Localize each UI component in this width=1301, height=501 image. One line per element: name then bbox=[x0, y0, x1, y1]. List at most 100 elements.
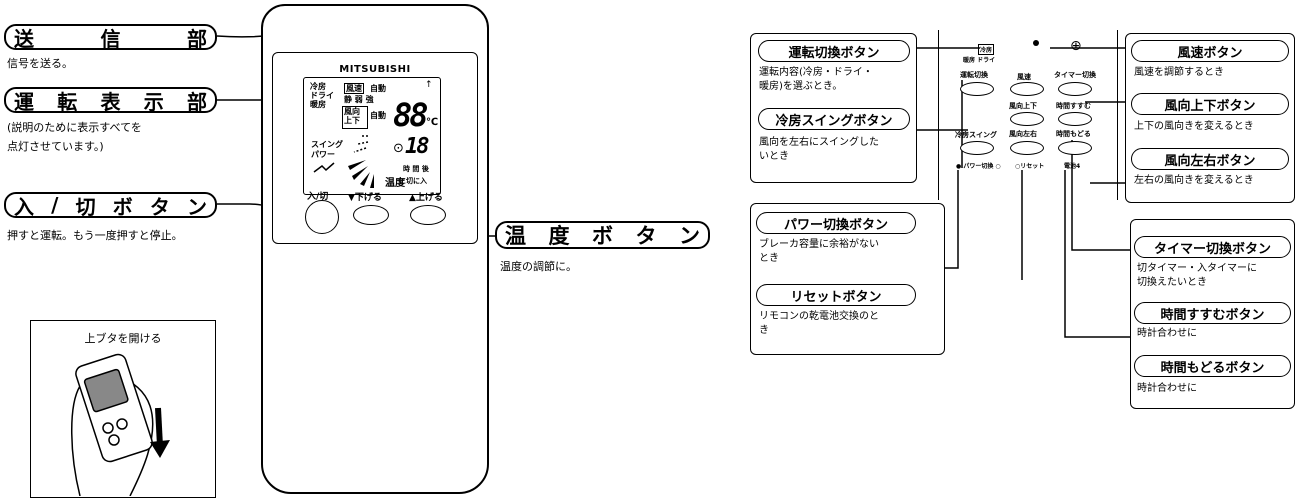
time-back-button[interactable] bbox=[1058, 141, 1092, 155]
lcd-dir-box bbox=[342, 106, 368, 129]
power-label-char-5: タ bbox=[149, 194, 170, 219]
speed-desc: 風速を調節するとき bbox=[1134, 67, 1224, 78]
lcd-speed: 風速 bbox=[344, 83, 364, 94]
power-switch-desc-2: とき bbox=[759, 253, 779, 264]
temp-label-char-1: 温 bbox=[505, 224, 526, 248]
power-label: 入 / 切 ボ タ ン bbox=[4, 192, 217, 219]
display-label: 運 転 表 示 部 bbox=[4, 87, 217, 114]
power-button[interactable] bbox=[305, 200, 339, 234]
temp-label-remote: 温度 bbox=[385, 178, 405, 189]
temp-label-char-2: 度 bbox=[548, 224, 570, 248]
swing-title: 冷房スイングボタン bbox=[758, 108, 910, 130]
power-label-char-4: ボ bbox=[112, 194, 133, 219]
timer-switch-button[interactable] bbox=[1058, 82, 1092, 96]
panel-power-switch-label: ● パワー切換 ○ bbox=[956, 163, 1001, 170]
display-label-char-4: 示 bbox=[143, 89, 164, 114]
reset-desc-2: き bbox=[759, 325, 769, 336]
clock-icon: ⊕ bbox=[1070, 38, 1082, 54]
display-label-char-5: 部 bbox=[187, 89, 207, 114]
lcd-auto-1: 自動 bbox=[370, 84, 386, 93]
transmitter-label-char-1: 送 bbox=[14, 26, 34, 51]
temp-label-char-5: ン bbox=[679, 224, 700, 248]
timer-icon: ⊙ bbox=[393, 141, 404, 156]
lcd-timer-note-1: 時 間 後 bbox=[403, 165, 429, 173]
swing-button[interactable] bbox=[960, 141, 994, 155]
power-switch-desc-1: ブレーカ容量に余裕がない bbox=[759, 239, 879, 250]
panel-timer-label: タイマー切換 bbox=[1054, 71, 1096, 79]
temp-down-button[interactable] bbox=[353, 205, 389, 225]
op-switch-desc-1: 運転内容(冷房・ドライ・ bbox=[759, 67, 873, 78]
power-desc: 押すと運転。もう一度押すと停止。 bbox=[7, 229, 183, 242]
lcd-mode-heat: 暖房 bbox=[310, 100, 326, 109]
remote-upper-panel bbox=[272, 52, 478, 244]
hdir-button[interactable] bbox=[1010, 141, 1044, 155]
temp-desc: 温度の調節に。 bbox=[500, 260, 577, 273]
lcd-dir-1: 風向 bbox=[344, 107, 360, 116]
panel-battery-label: 電池4 bbox=[1064, 163, 1081, 170]
lcd-auto-2: 自動 bbox=[370, 111, 386, 120]
display-desc-1: (説明のために表示すべてを bbox=[7, 121, 142, 134]
reset-title: リセットボタン bbox=[756, 284, 916, 306]
timer-switch-title: タイマー切換ボタン bbox=[1134, 236, 1291, 258]
transmitter-label-char-2: 信 bbox=[100, 26, 121, 51]
temp-up-button[interactable] bbox=[410, 205, 446, 225]
hdir-title: 風向左右ボタン bbox=[1131, 148, 1289, 170]
lcd-timer-digits: 18 bbox=[405, 134, 429, 159]
lcd-mode-dry: ドライ bbox=[310, 91, 334, 100]
vdir-title: 風向上下ボタン bbox=[1131, 93, 1289, 115]
remote-brand: MITSUBISHI bbox=[339, 64, 411, 75]
lcd-mode-cool: 冷房 bbox=[310, 82, 326, 91]
time-back-desc: 時計合わせに bbox=[1137, 383, 1197, 394]
op-switch-title: 運転切換ボタン bbox=[758, 40, 910, 62]
display-label-char-1: 運 bbox=[14, 89, 34, 114]
op-switch-button[interactable] bbox=[960, 82, 994, 96]
lcd-temp-unit: ℃ bbox=[426, 117, 439, 128]
time-back-title: 時間もどるボタン bbox=[1134, 355, 1291, 377]
swing-desc-2: いとき bbox=[759, 151, 789, 162]
button-panel bbox=[938, 30, 1118, 200]
temp-up-label: ▲上げる bbox=[409, 193, 443, 203]
lcd-speed-levels: 静 弱 強 bbox=[344, 95, 374, 104]
panel-vdir-label: 風向上下 bbox=[1009, 102, 1037, 110]
display-label-char-3: 表 bbox=[100, 89, 121, 114]
lcd-sensor-icon: ↑ bbox=[425, 80, 433, 90]
panel-dry-label: 暖房 ドライ bbox=[963, 57, 996, 64]
lcd-wind-icon bbox=[313, 162, 335, 173]
display-label-char-2: 転 bbox=[57, 89, 78, 114]
panel-time-back-label: 時間もどる bbox=[1056, 130, 1091, 138]
panel-time-fwd-label: 時間すすむ bbox=[1056, 102, 1091, 110]
transmitter-desc: 信号を送る。 bbox=[7, 57, 73, 70]
inset-caption: 上ブタを開ける bbox=[84, 332, 162, 345]
transmitter-label: 送 信 部 bbox=[4, 24, 217, 51]
power-label-char-3: 切 bbox=[75, 194, 96, 219]
speed-button[interactable] bbox=[1010, 82, 1044, 96]
hdir-desc: 左右の風向きを変えるとき bbox=[1134, 175, 1254, 186]
panel-swing-label: 冷房スイング bbox=[955, 131, 997, 139]
speed-title: 風速ボタン bbox=[1131, 40, 1289, 62]
transmitter-label-char-3: 部 bbox=[187, 26, 207, 51]
vdir-button[interactable] bbox=[1010, 112, 1044, 126]
remote-body bbox=[261, 4, 489, 494]
op-switch-desc-2: 暖房)を選ぶとき。 bbox=[759, 81, 843, 92]
lcd-power: パワー bbox=[311, 150, 335, 159]
power-button-label: 入/切 bbox=[307, 192, 329, 202]
temp-label-char-4: タ bbox=[635, 224, 657, 248]
time-fwd-title: 時間すすむボタン bbox=[1134, 302, 1291, 324]
panel-reset-label: ○リセット bbox=[1015, 163, 1045, 170]
power-label-char-2: / bbox=[51, 193, 59, 217]
lcd-swing: スイング bbox=[311, 140, 343, 149]
display-desc-2: 点灯させています。) bbox=[7, 140, 104, 153]
reset-desc-1: リモコンの乾電池交換のと bbox=[759, 311, 879, 322]
temp-label: 温 度 ボ タ ン bbox=[495, 221, 710, 249]
temp-down-label: ▼下げる bbox=[348, 193, 382, 203]
time-fwd-desc: 時計合わせに bbox=[1137, 328, 1197, 339]
time-fwd-button[interactable] bbox=[1058, 112, 1092, 126]
temp-label-char-3: ボ bbox=[592, 224, 613, 248]
panel-hdir-label: 風向左右 bbox=[1009, 130, 1037, 138]
power-label-char-1: 入 bbox=[14, 194, 34, 219]
power-label-char-6: ン bbox=[186, 194, 207, 219]
vdir-desc: 上下の風向きを変えるとき bbox=[1134, 121, 1254, 132]
panel-mode-label: 冷房 bbox=[978, 44, 995, 55]
timer-switch-desc-2: 切換えたいとき bbox=[1137, 277, 1207, 288]
lcd-screen bbox=[303, 77, 441, 195]
